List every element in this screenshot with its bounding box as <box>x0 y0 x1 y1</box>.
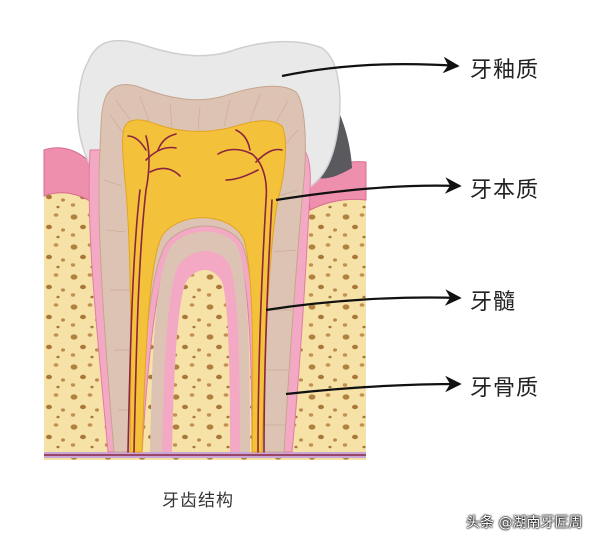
pointer-arrows <box>265 56 462 396</box>
label-enamel: 牙釉质 <box>470 58 540 83</box>
arrow-dentin <box>275 177 462 202</box>
label-dentin: 牙本质 <box>470 178 540 203</box>
watermark-text: 头条 @湖南牙匠周 <box>466 515 583 531</box>
inter-radicular-bone <box>172 270 230 452</box>
label-cementum: 牙骨质 <box>470 376 540 401</box>
pulp-nerves <box>127 129 283 453</box>
label-pulp: 牙髓 <box>470 290 517 315</box>
arrow-cementum <box>285 375 462 396</box>
diagram-caption: 牙齿结构 <box>162 491 234 511</box>
arrow-enamel <box>281 56 460 78</box>
arrow-pulp <box>265 289 462 312</box>
